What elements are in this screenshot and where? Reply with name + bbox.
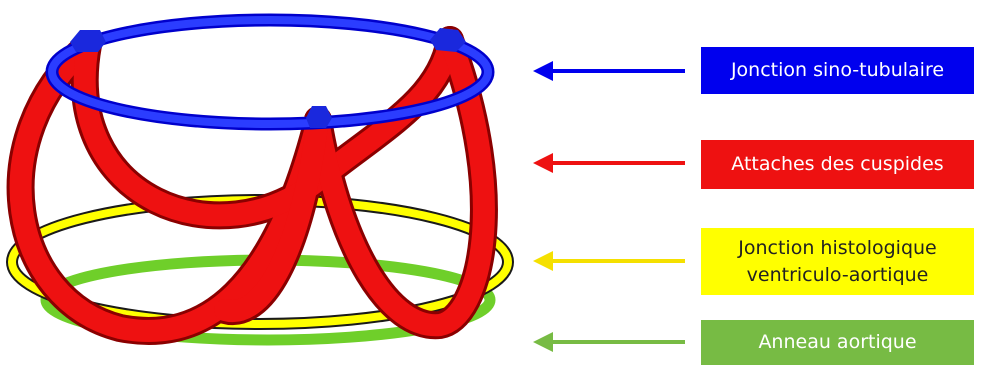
label-histologic-line-1: Jonction histologique	[738, 235, 936, 262]
arrow-sino-tubular	[533, 61, 685, 81]
label-cusp-attachments: Attaches des cuspides	[701, 140, 974, 189]
label-histologic-line-2: ventriculo-aortique	[747, 262, 929, 289]
label-sino-tubular-text: Jonction sino-tubulaire	[731, 57, 944, 84]
cusp-attachment-curves	[21, 40, 484, 331]
label-aortic-annulus: Anneau aortique	[701, 320, 974, 365]
label-annulus-text: Anneau aortique	[758, 329, 916, 356]
label-sino-tubular-junction: Jonction sino-tubulaire	[701, 47, 974, 94]
arrow-annulus	[533, 332, 685, 352]
label-cusp-attachments-text: Attaches des cuspides	[731, 151, 943, 178]
label-histologic-junction: Jonction histologique ventriculo-aortiqu…	[701, 228, 974, 295]
arrow-histologic-junction	[533, 251, 685, 271]
arrow-cusp-attachments	[533, 153, 685, 173]
